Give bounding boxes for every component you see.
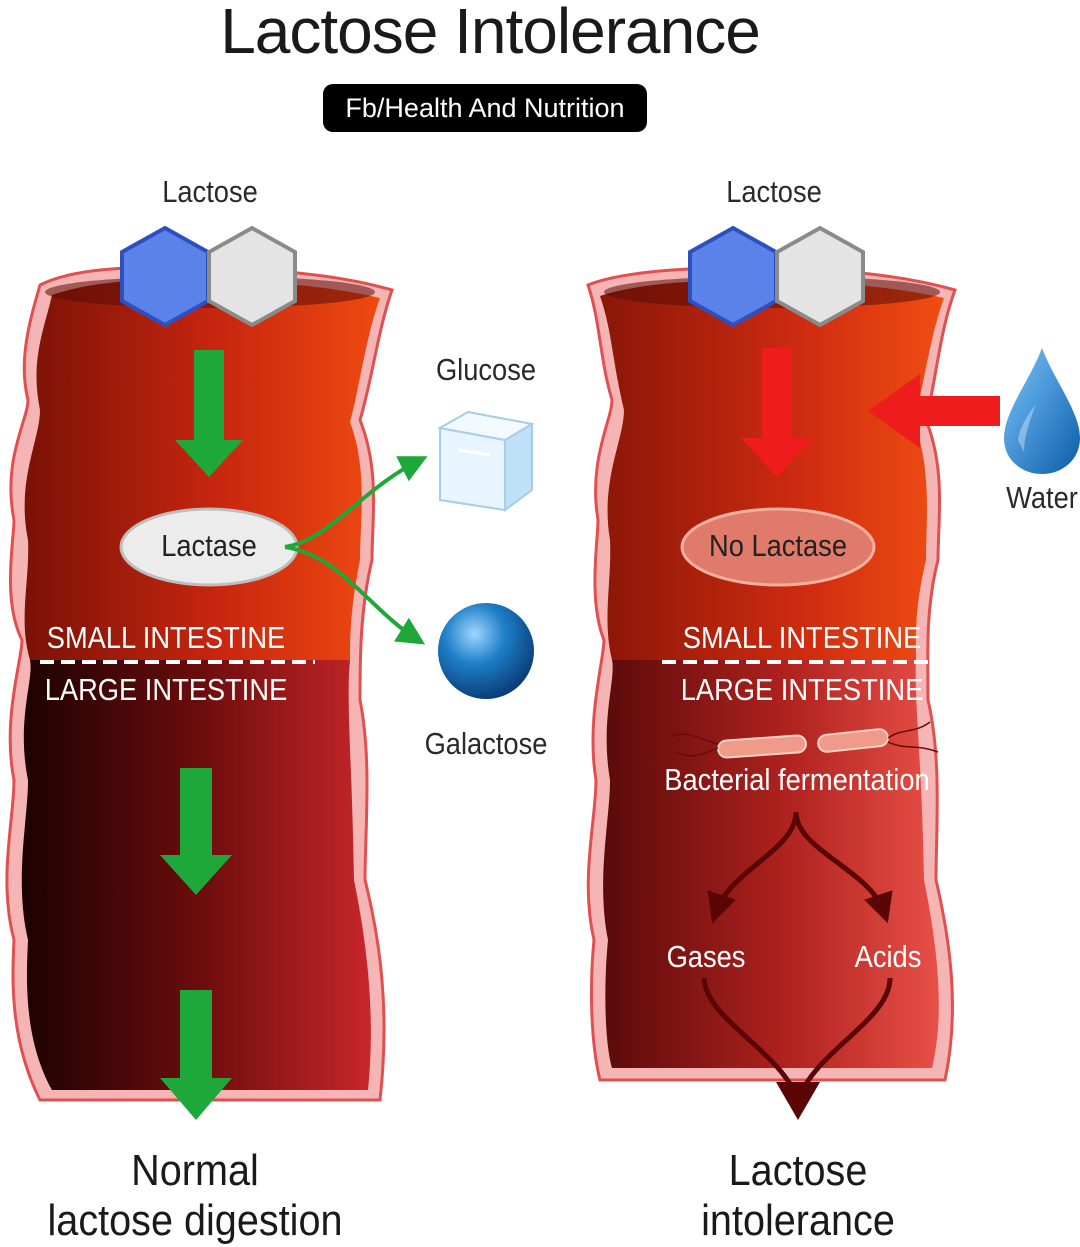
green-down-arrow-icon — [160, 768, 232, 895]
left-small-intestine — [24, 279, 380, 660]
right-large-intestine — [603, 660, 939, 1068]
arrow-to-glucose — [284, 456, 428, 549]
glucose-hexagon-icon — [688, 225, 778, 328]
right-caption-line2: intolerance — [701, 1196, 895, 1245]
page-title: Lactose Intolerance — [220, 0, 761, 67]
green-down-arrow-icon — [175, 350, 243, 477]
green-down-arrow-icon — [160, 990, 232, 1120]
fermentation-label: Bacterial fermentation — [664, 762, 930, 797]
dark-down-arrowhead-icon — [776, 1082, 820, 1120]
galactose-hexagon-icon — [207, 225, 297, 328]
left-large-intestine-label: LARGE INTESTINE — [44, 672, 288, 707]
arrow-to-gases — [707, 811, 799, 924]
left-small-intestine-label: SMALL INTESTINE — [46, 620, 286, 655]
lactase-label: Lactase — [161, 528, 257, 563]
right-lactose-label: Lactose — [726, 174, 822, 209]
galactose-label: Galactose — [424, 726, 548, 761]
water-drop-icon — [1004, 348, 1080, 474]
no-lactase-enzyme — [680, 507, 876, 587]
arrow-to-galactose — [284, 545, 426, 645]
galactose-sphere-icon — [438, 603, 534, 699]
right-large-intestine-label: LARGE INTESTINE — [680, 672, 924, 707]
water-label: Water — [1006, 480, 1078, 515]
right-small-intestine-label: SMALL INTESTINE — [682, 620, 922, 655]
left-arrows — [160, 350, 243, 1120]
right-caption-line1: Lactose — [728, 1146, 868, 1195]
left-caption-line1: Normal — [131, 1146, 259, 1195]
left-lactose-label: Lactose — [162, 174, 258, 209]
acids-label: Acids — [854, 939, 922, 974]
bacteria-icon — [671, 721, 939, 759]
right-caption: Lactose intolerance — [620, 1146, 976, 1246]
source-badge: Fb/Health And Nutrition — [323, 84, 647, 132]
right-lactose-molecule — [688, 225, 865, 328]
left-caption-line2: lactose digestion — [47, 1196, 343, 1245]
water-drop-highlight — [1018, 404, 1036, 452]
galactose-hexagon-icon — [775, 225, 865, 328]
glucose-hexagon-icon — [120, 225, 210, 328]
glucose-cube-icon — [437, 410, 535, 512]
lactase-enzyme — [119, 507, 299, 587]
glucose-label: Glucose — [435, 352, 537, 387]
left-caption: Normal lactose digestion — [20, 1146, 371, 1246]
no-lactase-label: No Lactase — [708, 528, 847, 563]
arrow-to-acids — [793, 811, 893, 924]
left-lactose-molecule — [120, 225, 297, 328]
gases-label: Gases — [666, 939, 746, 974]
red-left-arrow-icon — [868, 374, 1000, 448]
red-down-arrow-icon — [741, 348, 813, 477]
